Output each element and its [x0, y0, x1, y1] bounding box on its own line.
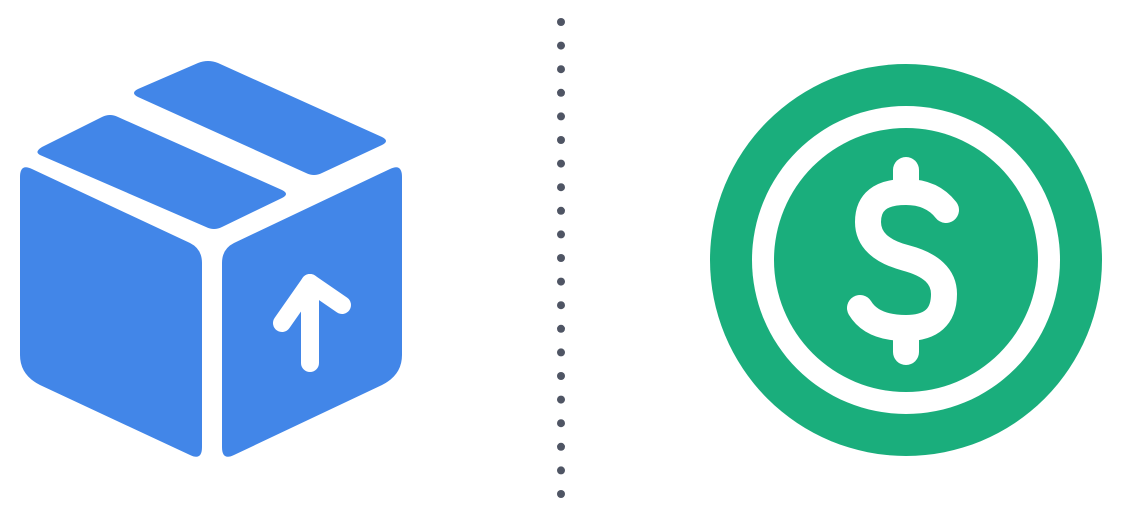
divider-dot [557, 254, 565, 262]
divider-dot [557, 490, 565, 498]
dollar-coin-icon [708, 62, 1104, 458]
divider-dot [557, 395, 565, 404]
divider-dot [557, 466, 565, 475]
divider-dot [557, 372, 565, 380]
package-upload-icon-graphic [20, 61, 402, 457]
dotted-divider [555, 14, 567, 508]
divider-dot [557, 183, 565, 192]
divider-dot [557, 18, 565, 26]
divider-dot [557, 324, 565, 333]
divider-dot [557, 206, 565, 215]
divider-dot [557, 230, 565, 239]
divider-dot [557, 301, 565, 310]
box-left-face [20, 167, 202, 457]
divider-dot [557, 41, 565, 50]
upload-arrow-icon [273, 274, 351, 372]
dollar-coin-icon-graphic [710, 64, 1102, 456]
divider-dot [557, 348, 565, 357]
divider-dot [557, 419, 565, 428]
divider-dot [557, 442, 565, 451]
divider-dot [557, 88, 565, 97]
box-lid-right-panel [134, 61, 386, 175]
divider-dot [557, 159, 565, 168]
dotted-divider-graphic [557, 18, 565, 498]
divider-dot [557, 112, 565, 121]
divider-dot [557, 65, 565, 74]
package-upload-icon [10, 55, 415, 465]
divider-dot [557, 277, 565, 286]
dollar-sign-icon [847, 157, 959, 365]
box-lid-left-panel [37, 115, 286, 229]
divider-dot [557, 136, 565, 144]
